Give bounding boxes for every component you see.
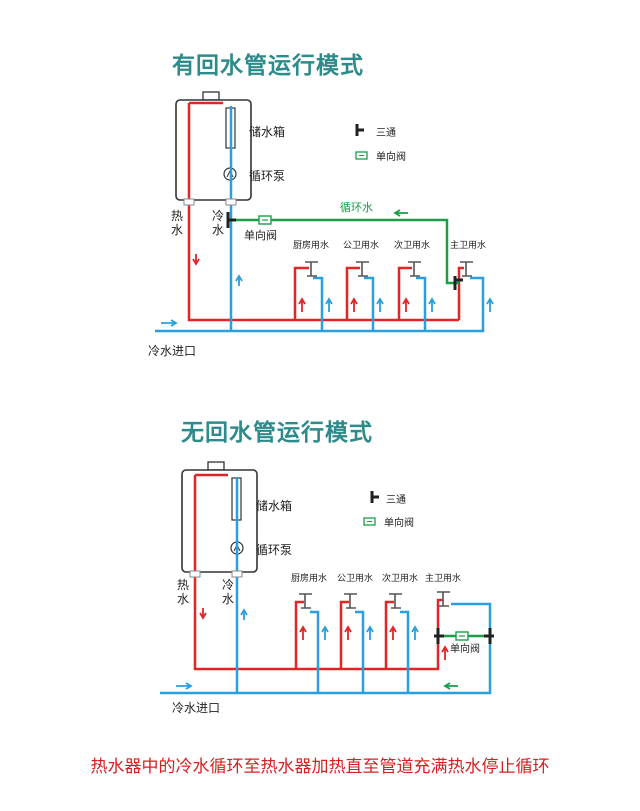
- bottom-tee-left: [434, 628, 444, 644]
- bottom-legend-tee-label: 三通: [386, 494, 406, 506]
- bottom-tap-label-second: 次卫用水: [382, 572, 418, 584]
- bottom-cold-pipe: [160, 477, 492, 695]
- top-arrow-recirc: [393, 209, 408, 217]
- top-title: 有回水管运行模式: [172, 53, 364, 79]
- top-tank-label: 储水箱: [249, 124, 285, 139]
- top-diagram: 储水箱 循环泵 热 水 冷 水 三通 单向阀 循环水 单向阀 冷水进口 厨房用水…: [148, 91, 494, 358]
- top-arrow-cold-up: [235, 274, 243, 286]
- bottom-arrow-cold-up: [240, 608, 248, 620]
- bottom-tank-label: 储水箱: [256, 498, 292, 513]
- top-check-valve-label: 单向阀: [244, 228, 277, 242]
- top-recirc-pipe: [231, 218, 459, 285]
- bottom-arrow-inlet: [176, 682, 193, 690]
- top-tap-label-kitchen: 厨房用水: [293, 239, 329, 251]
- bottom-pump-label: 循环泵: [256, 543, 292, 557]
- bottom-arrow-return: [443, 682, 458, 690]
- bottom-tap-master-bath: [436, 591, 450, 612]
- top-arrow-hot-down: [192, 254, 200, 266]
- bottom-tee-right: [484, 628, 494, 644]
- bottom-heater-cap: [207, 461, 225, 471]
- top-tap-label-master: 主卫用水: [450, 239, 486, 251]
- top-hot-label-1: 热: [171, 209, 183, 223]
- top-tap-second-bath: [397, 261, 427, 331]
- top-tap-master-bath: [457, 261, 485, 320]
- top-heater-tank: [175, 99, 252, 201]
- bottom-hot-label-1: 热: [177, 578, 189, 592]
- top-cold-label-2: 水: [212, 223, 224, 237]
- caption-text: 热水器中的冷水循环至热水器加热直至管道充满热水停止循环: [90, 757, 550, 777]
- bottom-check-valve-label: 单向阀: [450, 642, 480, 655]
- top-tap-kitchen: [293, 261, 324, 331]
- bottom-title: 无回水管运行模式: [181, 420, 373, 446]
- bottom-legend-tee-icon: [370, 491, 379, 503]
- top-tap-public-bath: [345, 261, 375, 331]
- top-legend-tee-label: 三通: [376, 127, 396, 139]
- top-tee-master: [453, 276, 463, 290]
- bottom-tap-label-kitchen: 厨房用水: [291, 572, 327, 584]
- top-tee-heater: [226, 212, 236, 228]
- top-tap-label-second: 次卫用水: [394, 239, 430, 251]
- top-arrow-inlet: [161, 319, 178, 327]
- bottom-legend-valve-label: 单向阀: [384, 516, 414, 529]
- top-cold-label-1: 冷: [212, 209, 224, 223]
- top-inlet-label: 冷水进口: [148, 344, 196, 358]
- top-hot-label-2: 水: [171, 223, 183, 237]
- bottom-heater-tank: [181, 469, 258, 573]
- top-circ-label: 循环水: [340, 201, 373, 214]
- bottom-hot-label-2: 水: [177, 592, 189, 606]
- bottom-arrow-hot-down: [199, 608, 207, 620]
- bottom-tap-kitchen: [294, 593, 320, 693]
- top-pump-label: 循环泵: [249, 169, 285, 183]
- bottom-inlet-label: 冷水进口: [172, 701, 220, 715]
- top-tap-label-public: 公卫用水: [343, 239, 379, 251]
- bottom-tap-label-master: 主卫用水: [425, 572, 461, 584]
- top-hot-pipe: [187, 101, 459, 322]
- bottom-cold-label-2: 水: [222, 592, 234, 606]
- bottom-tap-second-bath: [384, 593, 410, 693]
- bottom-tap-public-bath: [339, 593, 365, 693]
- bottom-tap-label-public: 公卫用水: [337, 572, 373, 584]
- top-heater-body: [202, 91, 220, 101]
- top-legend-valve-label: 单向阀: [376, 150, 406, 163]
- top-legend-tee-icon: [355, 124, 364, 136]
- bottom-cold-label-1: 冷: [222, 578, 234, 592]
- bottom-diagram: 储水箱 循环泵 热 水 冷 水 三通 单向阀 单向阀 冷水进口 厨房用水 公卫用…: [160, 461, 494, 715]
